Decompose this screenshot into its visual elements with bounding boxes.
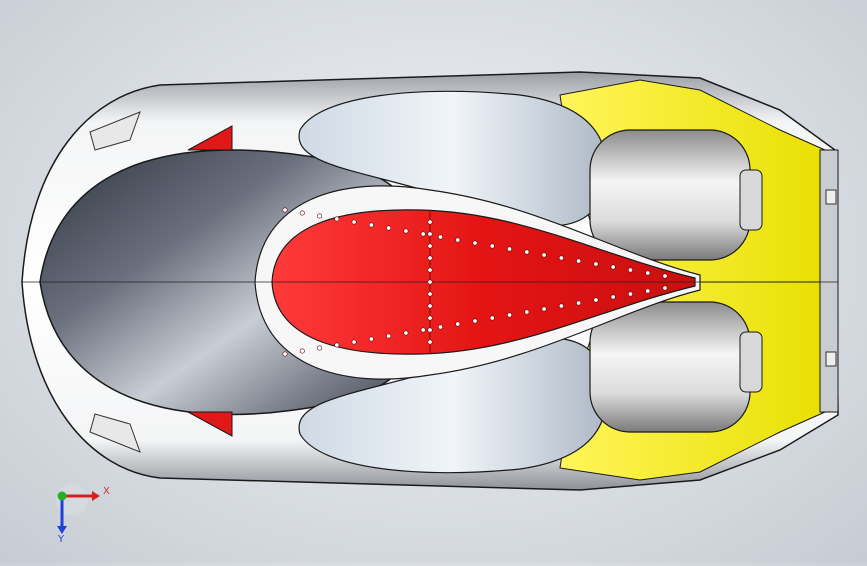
rear-light-lower [825,351,837,367]
vent-lower [89,413,141,453]
marker-upper [187,125,233,151]
marker-lower [187,411,233,437]
rivets [282,207,668,357]
rear-bumper [819,149,839,413]
y-axis-label: Y [58,534,65,545]
vent-upper [89,111,141,151]
coordinate-triad: X Y [48,482,118,552]
triad-graphic [56,484,100,534]
origin-dot [57,491,67,501]
engine-upper [589,129,763,261]
rear-light-upper [825,189,837,205]
engine-lower [589,301,763,433]
x-axis-label: X [103,486,110,497]
